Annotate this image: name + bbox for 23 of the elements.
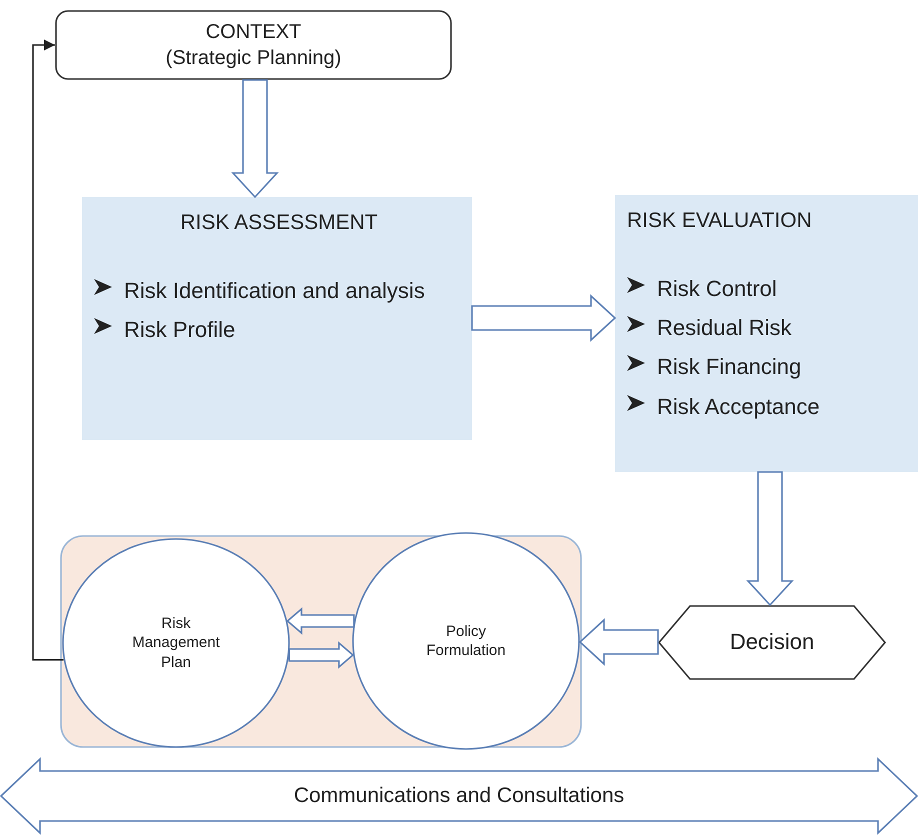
block-arrow	[288, 641, 354, 669]
process-box	[615, 195, 918, 472]
arrow	[32, 39, 64, 661]
node-label: Communications and Consultations	[294, 783, 624, 810]
process-box	[82, 197, 472, 440]
node-label: (Strategic Planning)	[166, 46, 342, 71]
heading: CONTEXT	[206, 20, 302, 45]
bullet-text: Risk Profile	[124, 316, 236, 344]
block-arrow	[231, 79, 279, 198]
bullet-text: Risk Identification and analysis	[124, 277, 425, 305]
bullet-text: Risk Acceptance	[657, 392, 820, 421]
block-arrow	[578, 618, 659, 666]
bullet-text: Risk Financing	[657, 353, 802, 382]
node-label: Decision	[730, 628, 814, 656]
bullet-text: Residual Risk	[657, 314, 792, 342]
block-arrow	[471, 294, 616, 342]
block-arrow	[286, 607, 355, 635]
heading: RISK EVALUATION	[627, 209, 813, 233]
node-label: Risk Management Plan	[131, 614, 221, 672]
node-label: Policy Formulation	[425, 622, 507, 660]
heading: RISK ASSESSMENT	[179, 211, 379, 235]
bullet-text: Risk Control	[657, 275, 777, 303]
block-arrow	[746, 471, 794, 606]
